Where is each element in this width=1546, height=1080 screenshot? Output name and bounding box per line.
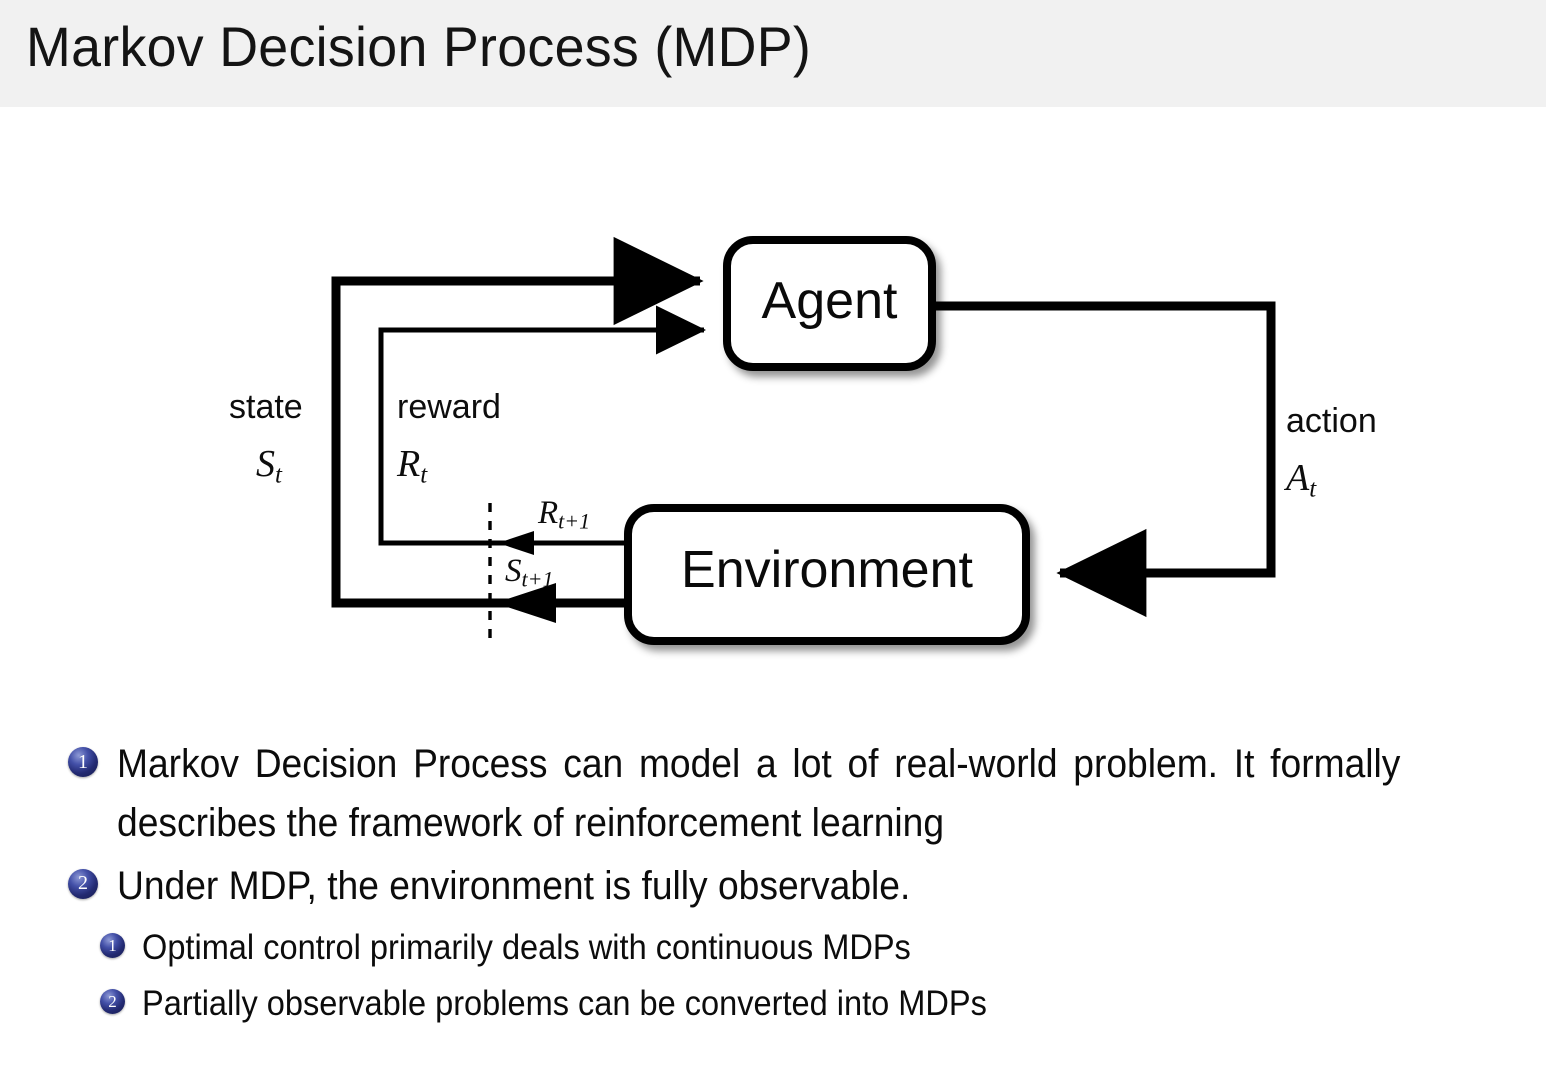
next-reward-arrowhead <box>498 531 534 555</box>
action-path <box>932 301 1276 618</box>
agent-node-label: Agent <box>761 272 898 330</box>
bullet-marker-2-icon: 2 <box>68 868 98 899</box>
environment-node-label: Environment <box>681 541 973 599</box>
reward-label-word: reward <box>397 388 501 426</box>
sub-bullet-marker-1-icon: 1 <box>100 933 125 959</box>
state-symbol-subscript: t <box>275 461 282 489</box>
sub-list-item-text: Optimal control primarily deals with con… <box>142 928 911 968</box>
list-item: 1 Markov Decision Process can model a lo… <box>68 735 1546 853</box>
sub-list-item: 2 Partially observable problems can be c… <box>100 979 1546 1030</box>
reward-symbol: Rt <box>397 442 427 489</box>
sub-bullet-marker-2-icon: 2 <box>100 989 125 1015</box>
agent-node-box <box>723 236 936 371</box>
next-state-symbol-base: S <box>505 553 522 589</box>
next-reward-symbol-base: R <box>538 495 559 531</box>
state-symbol: St <box>256 442 282 489</box>
list-item: 2 Under MDP, the environment is fully ob… <box>68 857 1546 916</box>
slide-header-band: Markov Decision Process (MDP) <box>0 0 1546 107</box>
action-label-word: action <box>1286 402 1377 440</box>
next-state-arrowhead <box>495 583 556 623</box>
action-symbol-base: A <box>1286 457 1310 499</box>
reward-symbol-subscript: t <box>420 461 428 489</box>
next-state-symbol-subscript: t+1 <box>521 566 554 592</box>
diagram-canvas <box>331 236 1276 645</box>
environment-node-box <box>624 504 1030 645</box>
reward-symbol-base: R <box>397 443 421 485</box>
list-item-text: Markov Decision Process can model a lot … <box>117 742 1401 845</box>
next-reward-symbol-subscript: t+1 <box>558 508 591 534</box>
mdp-agent-environment-diagram: Agent Environment state St reward Rt act… <box>0 110 1546 710</box>
bullet-marker-1-icon: 1 <box>68 747 98 777</box>
state-label-word: state <box>229 388 303 426</box>
state-symbol-base: S <box>256 443 275 485</box>
page-title: Markov Decision Process (MDP) <box>26 15 812 78</box>
sub-bullet-list: 1 Optimal control primarily deals with c… <box>100 923 1546 1030</box>
action-symbol-subscript: t <box>1309 475 1317 503</box>
action-symbol: At <box>1286 456 1316 503</box>
bullet-list: 1 Markov Decision Process can model a lo… <box>0 735 1546 1035</box>
sub-list-item-text: Partially observable problems can be con… <box>142 984 987 1024</box>
sub-list-item: 1 Optimal control primarily deals with c… <box>100 923 1546 974</box>
next-reward-symbol: Rt+1 <box>538 495 590 535</box>
list-item-text: Under MDP, the environment is fully obse… <box>117 863 911 908</box>
next-state-symbol: St+1 <box>505 553 553 593</box>
